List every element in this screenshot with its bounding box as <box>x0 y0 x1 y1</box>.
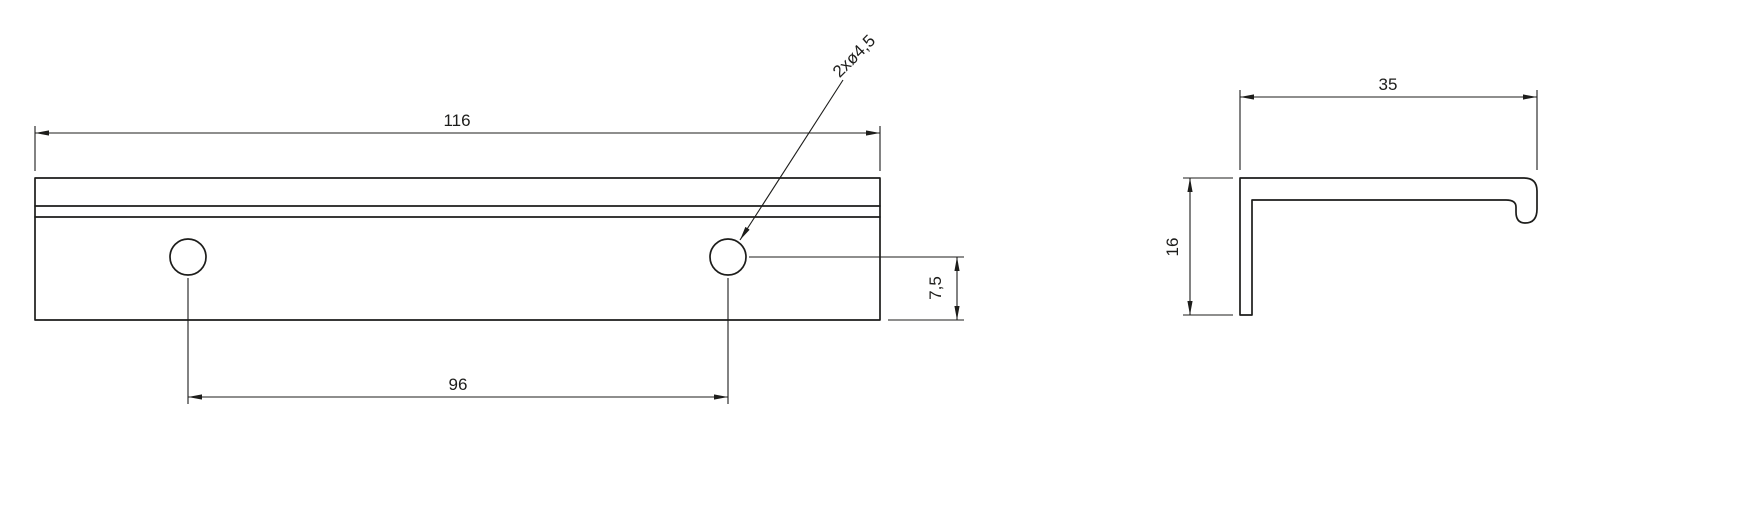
dim-overall-width: 116 <box>34 111 881 171</box>
dim-96-label: 96 <box>449 375 468 394</box>
dim-7-5-label: 7,5 <box>926 276 945 300</box>
side-view: 35 16 <box>1163 75 1538 316</box>
handle-profile-outline <box>1239 177 1538 316</box>
mounting-hole-left <box>169 238 207 276</box>
dim-16-label: 16 <box>1163 238 1182 257</box>
dim-hole-spacing: 96 <box>187 278 729 404</box>
handle-front-outline <box>34 177 881 321</box>
dim-35-label: 35 <box>1379 75 1398 94</box>
dim-height: 16 <box>1163 177 1233 316</box>
front-view: 116 96 7,5 2xø4,5 <box>34 31 964 404</box>
hole-callout-label: 2xø4,5 <box>829 31 879 81</box>
hole-callout: 2xø4,5 <box>739 31 879 241</box>
dim-depth: 35 <box>1239 75 1538 170</box>
dim-hole-offset: 7,5 <box>749 256 964 321</box>
hole-callout-leader <box>739 79 844 241</box>
mounting-hole-right <box>709 238 747 276</box>
dim-116-label: 116 <box>443 111 470 130</box>
handle-front-body <box>34 177 881 321</box>
